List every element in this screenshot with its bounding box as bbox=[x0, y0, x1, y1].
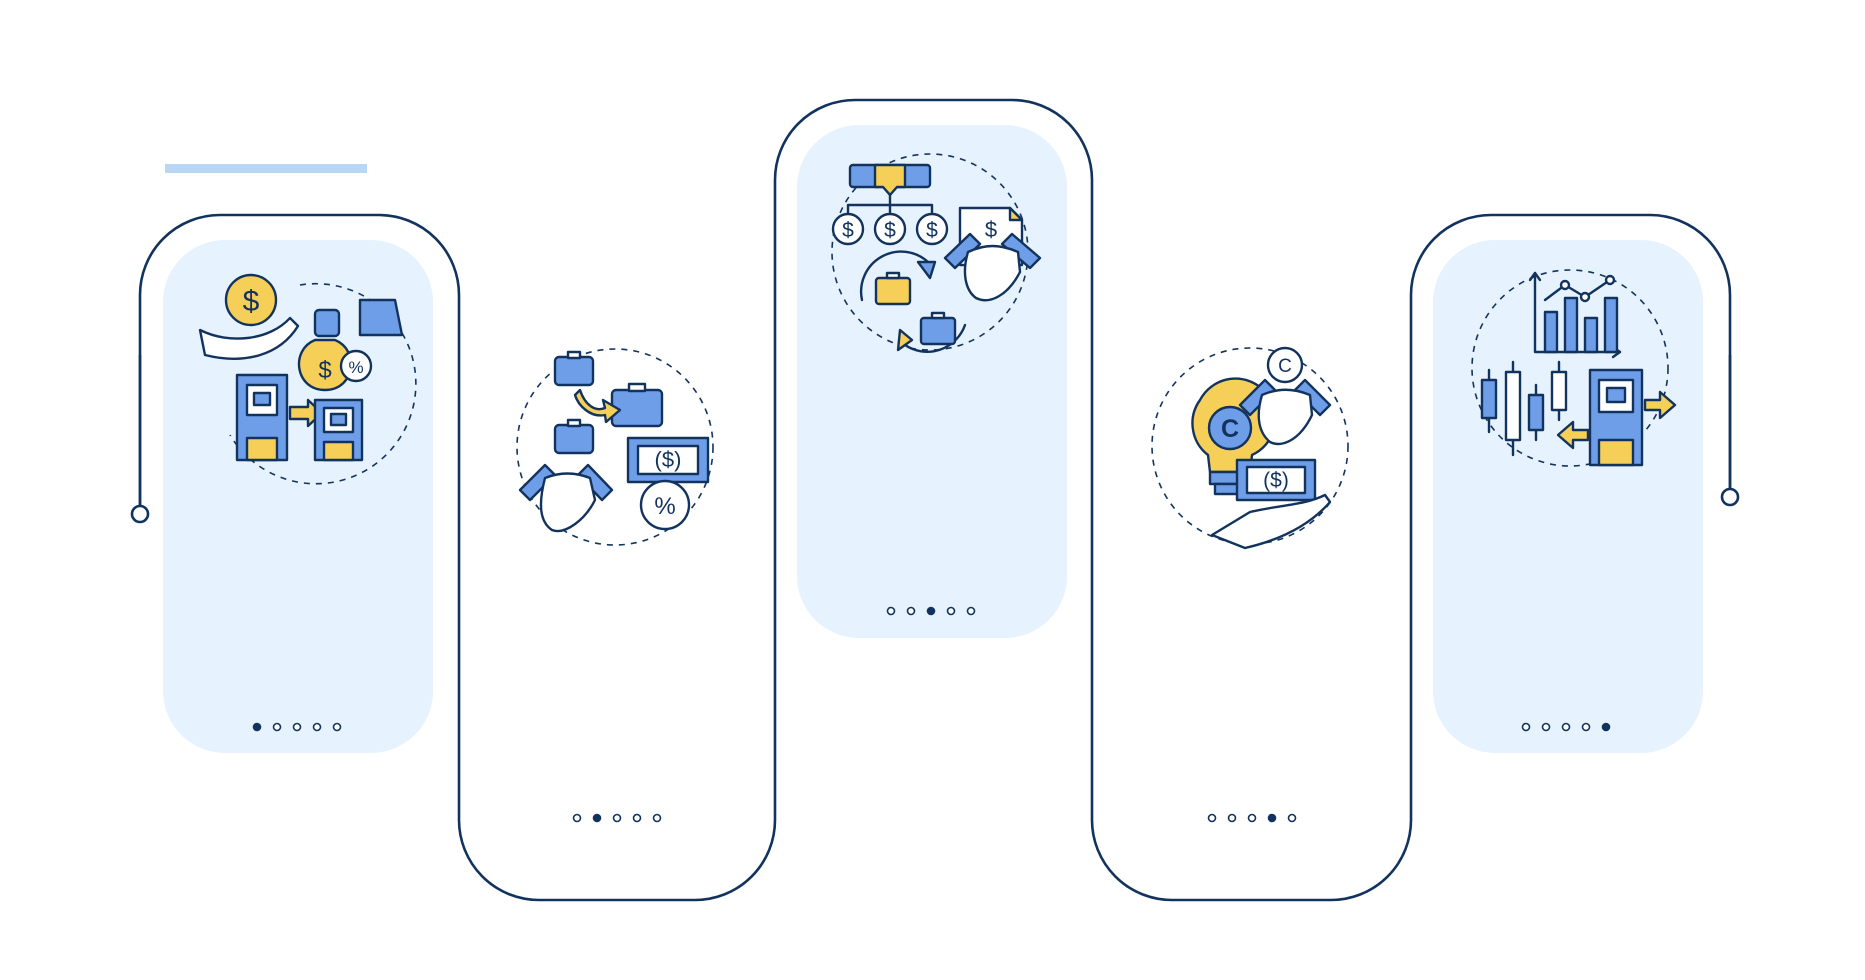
progress-dot bbox=[946, 606, 956, 616]
corporate-restructuring-icon: $ $ $ $ bbox=[831, 153, 1042, 353]
card-3-fill bbox=[797, 125, 1067, 638]
step-card-1: $ $ % bbox=[138, 213, 461, 820]
svg-text:($): ($) bbox=[1263, 469, 1289, 492]
progress-dot bbox=[292, 722, 302, 732]
svg-text:C: C bbox=[1221, 415, 1239, 443]
progress-dot bbox=[652, 813, 662, 823]
progress-dot bbox=[1247, 813, 1257, 823]
svg-text:%: % bbox=[654, 493, 675, 520]
card-5-progress-dots bbox=[1521, 722, 1611, 732]
svg-text:$: $ bbox=[985, 217, 997, 242]
card-2-progress-dots bbox=[572, 813, 662, 823]
svg-text:$: $ bbox=[842, 219, 854, 242]
progress-dot bbox=[1521, 722, 1531, 732]
progress-dot bbox=[1561, 722, 1571, 732]
svg-text:$: $ bbox=[926, 219, 938, 242]
progress-dot bbox=[1227, 813, 1237, 823]
progress-dot bbox=[572, 813, 582, 823]
step-card-2: ($) % bbox=[457, 98, 1094, 902]
svg-text:($): ($) bbox=[655, 447, 682, 472]
card-4-outline bbox=[1090, 213, 1732, 902]
svg-text:$: $ bbox=[884, 219, 896, 242]
progress-dot bbox=[1541, 722, 1551, 732]
business-deal-icon: ($) % bbox=[516, 348, 714, 546]
step-card-4: C C ($) bbox=[1090, 213, 1732, 902]
progress-dot bbox=[1581, 722, 1591, 732]
progress-dot-active bbox=[1267, 813, 1277, 823]
svg-text:$: $ bbox=[318, 357, 331, 384]
svg-text:$: $ bbox=[243, 285, 260, 318]
progress-dot bbox=[886, 606, 896, 616]
progress-dot-active bbox=[592, 813, 602, 823]
svg-text:%: % bbox=[348, 358, 363, 377]
progress-dot bbox=[1207, 813, 1217, 823]
svg-text:C: C bbox=[1278, 356, 1292, 377]
card-3-progress-dots bbox=[886, 606, 976, 616]
progress-dot bbox=[332, 722, 342, 732]
card-4-progress-dots bbox=[1207, 813, 1297, 823]
copyright-licensing-icon: C C ($) bbox=[1151, 346, 1349, 550]
progress-dot-active bbox=[926, 606, 936, 616]
progress-dot-active bbox=[1601, 722, 1611, 732]
card-1-progress-dots bbox=[252, 722, 342, 732]
progress-dot bbox=[1287, 813, 1297, 823]
card-2-outline bbox=[457, 98, 1094, 902]
progress-dot-active bbox=[252, 722, 262, 732]
progress-dot bbox=[312, 722, 322, 732]
header-bar bbox=[165, 164, 367, 173]
progress-dot bbox=[612, 813, 622, 823]
step-card-3: $ $ $ $ bbox=[797, 125, 1067, 638]
funding-exchange-icon: $ $ % bbox=[198, 273, 417, 485]
progress-dot bbox=[272, 722, 282, 732]
card-1-outline bbox=[138, 213, 461, 820]
progress-dot bbox=[632, 813, 642, 823]
step-card-5 bbox=[1433, 240, 1703, 753]
card-5-fill bbox=[1433, 240, 1703, 753]
progress-dot bbox=[906, 606, 916, 616]
market-analytics-icon bbox=[1471, 269, 1677, 467]
progress-dot bbox=[966, 606, 976, 616]
